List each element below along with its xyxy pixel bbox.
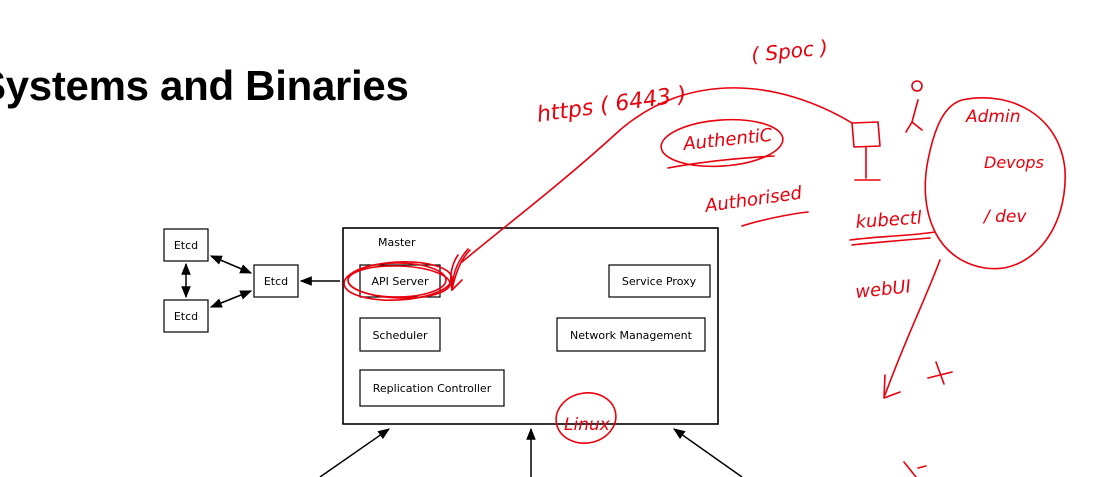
admin-annotation: Admin [965,107,1020,127]
etcd-upper-arrow [209,255,253,274]
kubectl-annotation: kubectl [855,207,923,233]
api-server-ink-circle [343,261,453,301]
etcd-bottom-label: Etcd [174,310,198,323]
scheduler-box: Scheduler [359,317,441,352]
incoming-arrow-left [319,428,390,477]
webui-annotation: webUI [854,276,912,303]
spoc-annotation: ( Spoc ) [750,35,829,67]
service-proxy-label: Service Proxy [622,275,697,288]
linux-annotation: Linux [564,415,611,435]
etcd-node-mid: Etcd [253,264,299,298]
etcd-node-top: Etcd [163,228,209,262]
api-server-box: API Server [359,264,441,298]
network-management-label: Network Management [570,329,693,342]
dev-annotation: / dev [982,207,1027,227]
authentic-annotation: AuthentiC [681,125,773,155]
authentic-ink-circle [660,118,784,168]
https-annotation: https ( 6443 ) [535,82,688,128]
webui-ink-line [884,259,941,396]
devops-annotation: Devops [984,153,1044,172]
network-management-box: Network Management [556,317,706,352]
api-server-label: API Server [372,275,429,288]
authorised-annotation: Authorised [703,183,804,218]
https-curve-line [461,87,853,263]
replication-controller-label: Replication Controller [373,382,492,395]
slide-title: Systems and Binaries [0,62,409,109]
replication-controller-box: Replication Controller [359,369,505,407]
linux-ink-circle [555,392,617,444]
users-ink-circle [924,97,1066,270]
etcd-mid-label: Etcd [264,275,288,288]
scheduler-label: Scheduler [372,329,428,342]
kubectl-terminal-sketch [851,121,881,148]
etcd-top-label: Etcd [174,239,198,252]
etcd-lower-arrow [209,290,253,308]
etcd-node-bottom: Etcd [163,299,209,333]
master-label: Master [378,236,416,249]
ink-annotations [343,80,1066,477]
service-proxy-box: Service Proxy [608,264,711,298]
incoming-arrow-right [673,428,743,477]
